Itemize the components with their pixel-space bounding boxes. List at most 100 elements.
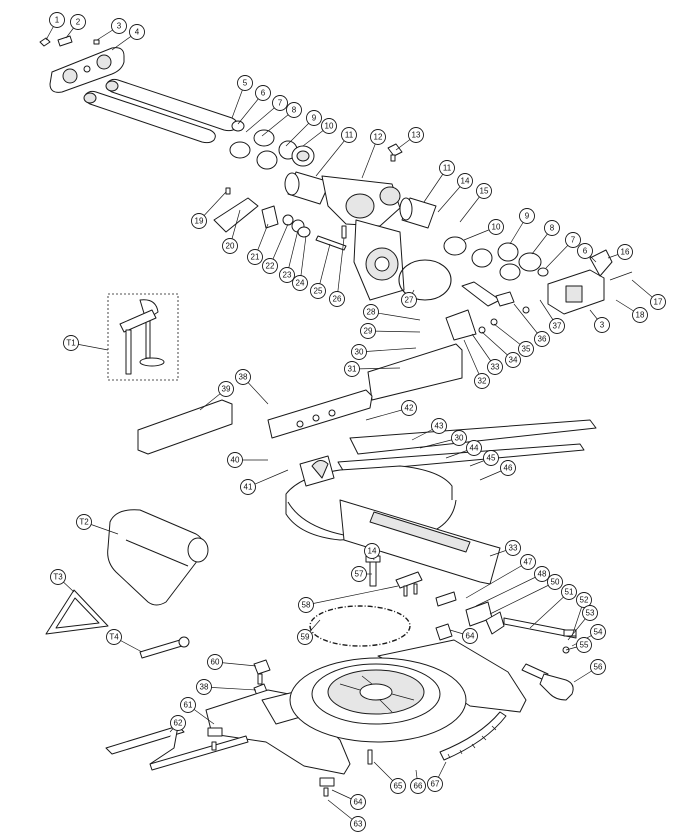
callout-label: 54	[594, 628, 603, 637]
callout-54: 54	[590, 624, 606, 640]
callout-label: 15	[480, 187, 489, 196]
callout-label: 57	[355, 570, 364, 579]
callout-circle	[49, 12, 65, 28]
callout-label: 24	[296, 279, 305, 288]
callout-circle	[590, 659, 606, 675]
callout-14: 14	[364, 543, 380, 559]
callout-8: 8	[286, 102, 302, 118]
callout-leader-10	[315, 134, 350, 177]
part-shaft-parts	[261, 205, 347, 251]
callout-18: 18	[632, 307, 648, 323]
callout-21: 21	[247, 249, 263, 265]
callout-leader-63	[475, 573, 543, 607]
callout-circle	[520, 554, 536, 570]
callout-circle	[582, 605, 598, 621]
callout-label: 10	[325, 122, 334, 131]
callout-circle	[576, 592, 592, 608]
callout-circle	[401, 400, 417, 416]
callout-label: T2	[79, 518, 89, 527]
callout-label: 42	[405, 404, 414, 413]
callout-circle	[240, 479, 256, 495]
callout-circle	[547, 574, 563, 590]
callout-circle	[364, 543, 380, 559]
callout-circle	[298, 597, 314, 613]
callout-circle	[286, 102, 302, 118]
callout-circle	[235, 369, 251, 385]
callout-label: 52	[580, 596, 589, 605]
part-knob-13	[387, 143, 403, 162]
part-tube-11-right	[399, 197, 437, 229]
callout-47: 47	[520, 554, 536, 570]
callout-label: 39	[222, 385, 231, 394]
callout-label: 19	[195, 217, 204, 226]
callout-3: 3	[594, 317, 610, 333]
callout-circle	[272, 95, 288, 111]
callout-label: 11	[443, 164, 452, 173]
callout-label: 48	[538, 570, 547, 579]
callout-circle	[650, 294, 666, 310]
callout-label: 36	[538, 335, 547, 344]
callout-56: 56	[590, 659, 606, 675]
callout-circle	[577, 243, 593, 259]
callout-38: 38	[196, 679, 212, 695]
callout-33: 33	[487, 359, 503, 375]
callout-label: 62	[174, 719, 183, 728]
callout-circle	[457, 173, 473, 189]
callout-circle	[451, 430, 467, 446]
part-washer-10-right	[443, 236, 493, 268]
part-screw-1	[39, 37, 51, 47]
callout-66: 66	[410, 778, 426, 794]
callout-t1: T1	[63, 335, 79, 351]
callout-circle	[410, 778, 426, 794]
callout-43: 43	[431, 418, 447, 434]
callout-5: 5	[237, 75, 253, 91]
part-handle-20	[213, 187, 259, 233]
callout-37: 37	[549, 318, 565, 334]
callout-label: 63	[354, 820, 363, 829]
callout-circle	[50, 569, 66, 585]
callout-51: 51	[561, 584, 577, 600]
part-clamp-t1	[107, 293, 179, 381]
callout-circle	[227, 452, 243, 468]
part-small-blocks	[207, 727, 373, 797]
callout-label: 33	[509, 544, 518, 553]
callout-label: 66	[414, 782, 423, 791]
callout-circle	[590, 624, 606, 640]
callout-circle	[370, 129, 386, 145]
callout-23: 23	[279, 267, 295, 283]
callout-label: 2	[76, 18, 81, 27]
callout-circle	[632, 307, 648, 323]
callout-label: 58	[302, 601, 311, 610]
callout-circle	[390, 778, 406, 794]
callout-circle	[341, 127, 357, 143]
callout-38: 38	[235, 369, 251, 385]
callout-label: 22	[266, 262, 275, 271]
callout-28: 28	[363, 304, 379, 320]
callout-label: 20	[226, 242, 235, 251]
callout-circle	[262, 258, 278, 274]
callout-label: 7	[278, 99, 283, 108]
callout-circle	[363, 304, 379, 320]
callout-label: 26	[333, 295, 342, 304]
callout-label: 33	[491, 363, 500, 372]
callout-10: 10	[321, 118, 337, 134]
callout-62: 62	[170, 715, 186, 731]
callout-11: 11	[341, 127, 357, 143]
callout-14: 14	[457, 173, 473, 189]
callout-circle	[292, 275, 308, 291]
callout-circle	[549, 318, 565, 334]
callout-label: T4	[109, 633, 119, 642]
callout-label: 45	[487, 454, 496, 463]
callout-circle	[466, 440, 482, 456]
callout-label: 29	[364, 327, 373, 336]
callout-circle	[487, 359, 503, 375]
callout-label: 37	[553, 322, 562, 331]
part-end-bracket-3-right	[547, 249, 633, 315]
callout-circle	[350, 816, 366, 832]
part-turntable	[289, 657, 467, 743]
callout-circle	[488, 219, 504, 235]
callout-24: 24	[292, 275, 308, 291]
callout-leader-60	[305, 585, 399, 606]
callout-45: 45	[483, 450, 499, 466]
